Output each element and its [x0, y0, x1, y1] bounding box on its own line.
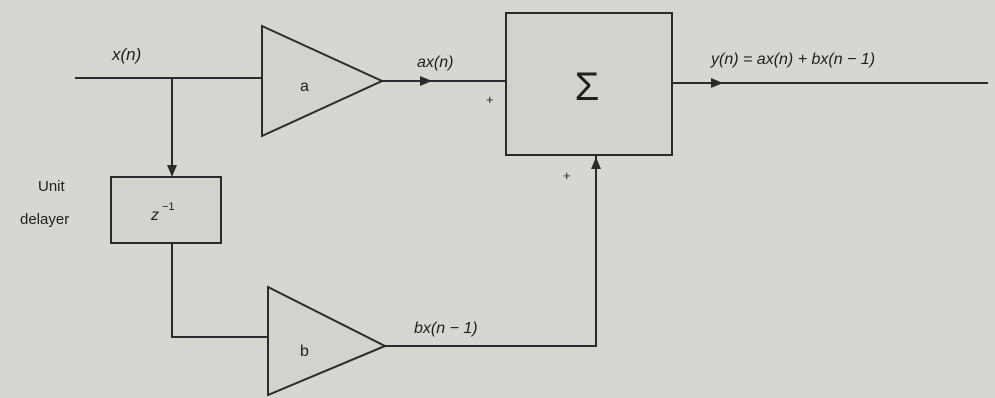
gain-block-b [267, 285, 388, 397]
b-output-line [385, 155, 597, 347]
delay-z-label: z [150, 207, 159, 224]
output-equation-label: y(n) = ax(n) + bx(n − 1) [710, 51, 875, 68]
branch-arrowhead [167, 165, 177, 177]
gain-block-a [261, 24, 385, 138]
unit-delayer-label-line2: delayer [20, 211, 69, 228]
gain-b-label: b [300, 343, 309, 360]
delay-block [110, 176, 222, 244]
unit-delayer-label-line1: Unit [38, 178, 66, 195]
delay-output-line [171, 243, 268, 338]
delay-exponent-label: −1 [162, 201, 175, 213]
gain-a-label: a [300, 78, 309, 95]
a-output-label: ax(n) [417, 54, 453, 71]
plus-sign-bottom: + [563, 168, 571, 183]
output-arrowhead [711, 78, 723, 88]
input-signal-label: x(n) [111, 45, 141, 64]
b-output-arrowhead [591, 157, 601, 169]
a-output-arrowhead [420, 76, 432, 86]
plus-sign-top: + [486, 92, 494, 107]
summer-block [505, 12, 673, 156]
summer-symbol: Σ [575, 65, 600, 109]
b-output-label: bx(n − 1) [414, 320, 478, 337]
